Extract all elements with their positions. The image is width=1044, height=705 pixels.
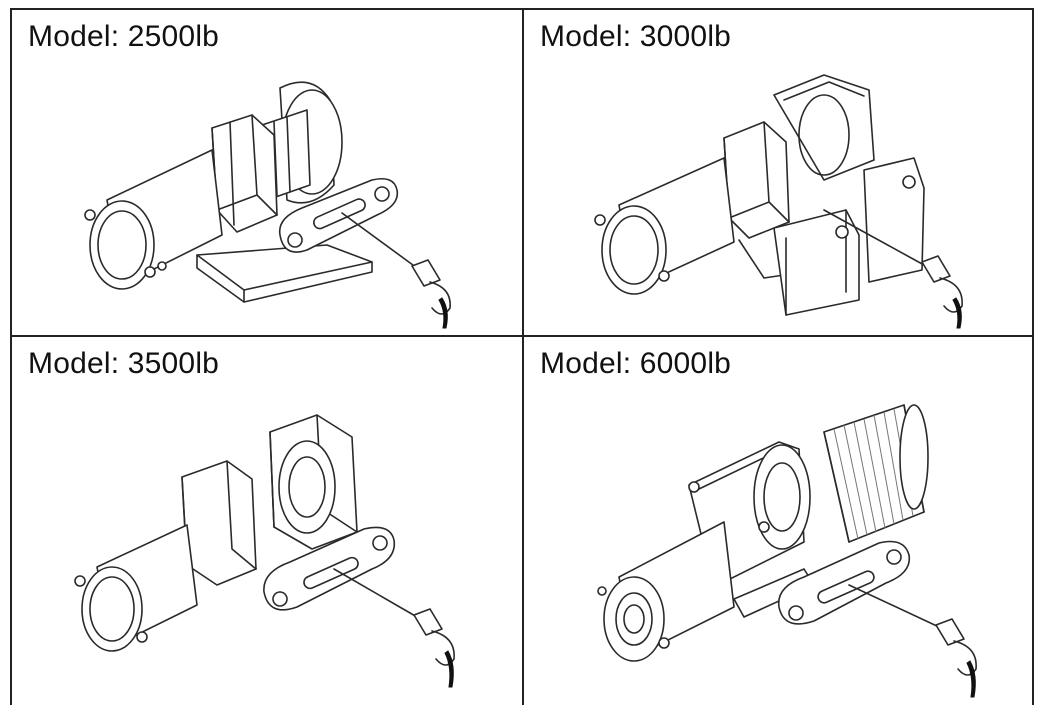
model-cell-3000lb: Model: 3000lb <box>524 10 1034 335</box>
model-label: Model: 6000lb <box>540 347 732 380</box>
model-label: Model: 3000lb <box>540 20 732 53</box>
winch-3500lb-illustration <box>74 414 455 688</box>
table-divider-vertical <box>522 8 524 705</box>
model-label: Model: 2500lb <box>28 20 220 53</box>
model-cell-2500lb: Model: 2500lb <box>12 10 522 335</box>
table-divider-horizontal <box>10 335 1034 337</box>
model-cell-3500lb: Model: 3500lb <box>12 337 522 705</box>
model-cell-6000lb: Model: 6000lb <box>524 337 1034 705</box>
winch-6000lb-illustration <box>597 404 977 698</box>
winch-2500lb-illustration <box>84 81 451 329</box>
winch-3000lb-illustration <box>594 74 963 329</box>
model-label: Model: 3500lb <box>28 347 220 380</box>
